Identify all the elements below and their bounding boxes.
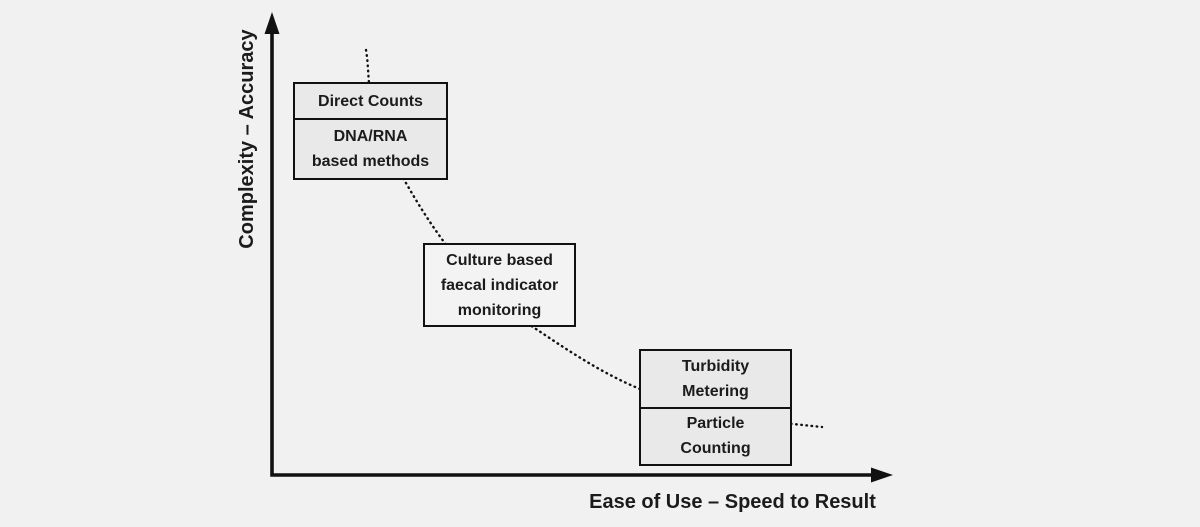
method-label: monitoring (457, 301, 542, 319)
method-label: based methods (311, 153, 430, 170)
method-label: Metering (682, 382, 749, 400)
y-axis-arrowhead (264, 12, 280, 34)
method-label: Particle (686, 415, 745, 433)
method-box-culture-based-faecal-indicator-monitoring: Culture based faecal indicator monitorin… (423, 243, 576, 327)
method-label: Counting (680, 440, 751, 458)
method-box-direct-counts-dna-rna: Direct Counts DNA/RNA based methods (293, 82, 448, 180)
method-box-turbidity-metering-particle-counting: Turbidity Metering Particle Counting (639, 349, 792, 466)
method-cell-direct-counts: Direct Counts (295, 84, 446, 118)
method-cell-particle-counting: Particle Counting (641, 406, 790, 465)
method-label: Culture based (446, 251, 553, 269)
method-cell-turbidity-metering: Turbidity Metering (641, 351, 790, 407)
x-axis-arrowhead (871, 467, 893, 483)
method-cell-dna-rna-based-methods: DNA/RNA based methods (295, 118, 446, 178)
y-axis-label: Complexity – Accuracy (236, 29, 258, 249)
method-label: DNA/RNA (333, 128, 408, 145)
x-axis-label: Ease of Use – Speed to Result (589, 491, 876, 513)
axes-lines (270, 31, 874, 477)
method-label: Turbidity (681, 357, 750, 375)
method-cell-culture-based: Culture based faecal indicator monitorin… (425, 245, 574, 325)
method-label: faecal indicator (440, 276, 559, 294)
method-label: Direct Counts (318, 92, 423, 110)
